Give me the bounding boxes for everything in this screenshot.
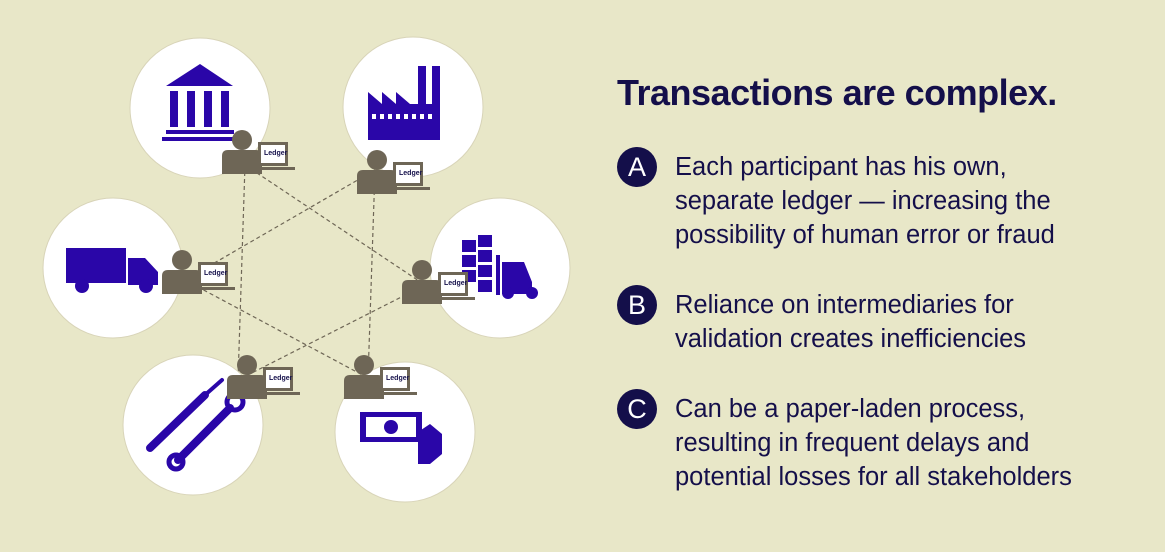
ledger-network-diagram: Ledger Ledger Ledger Ledger Ledger Ledge… xyxy=(42,36,571,503)
factory-icon xyxy=(368,66,440,140)
badge-c: C xyxy=(617,389,657,429)
person-icon xyxy=(162,250,202,294)
participant-with-ledger: Ledger xyxy=(344,355,417,399)
ledger-label: Ledger xyxy=(399,170,423,177)
badge-b: B xyxy=(617,285,657,325)
laptop-icon: Ledger xyxy=(263,367,300,395)
ledger-label: Ledger xyxy=(264,150,288,157)
laptop-icon: Ledger xyxy=(258,142,295,170)
connection-lines xyxy=(184,164,426,381)
participant-with-ledger: Ledger xyxy=(162,250,235,294)
point-a-line: possibility of human error or fraud xyxy=(675,221,1055,249)
bank-icon xyxy=(162,64,238,141)
laptop-icon: Ledger xyxy=(198,262,235,290)
point-c-line: resulting in frequent delays and xyxy=(675,429,1030,457)
ledger-label: Ledger xyxy=(386,375,410,382)
point-c: C Can be a paper-laden process, resulting… xyxy=(617,389,1135,494)
truck-icon xyxy=(66,248,158,293)
participant-with-ledger: Ledger xyxy=(402,260,475,304)
person-icon xyxy=(222,130,262,174)
laptop-icon: Ledger xyxy=(438,272,475,300)
point-c-line: potential losses for all stakeholders xyxy=(675,463,1072,491)
point-c-line: Can be a paper-laden process, xyxy=(675,395,1026,423)
ledger-label: Ledger xyxy=(204,270,228,277)
tools-icon xyxy=(146,378,246,472)
point-a: A Each participant has his own, separate … xyxy=(617,147,1135,252)
participant-with-ledger: Ledger xyxy=(227,355,300,399)
participant-with-ledger: Ledger xyxy=(357,150,430,194)
point-b-line: Reliance on intermediaries for xyxy=(675,291,1014,319)
person-icon xyxy=(227,355,267,399)
laptop-icon: Ledger xyxy=(380,367,417,395)
participant-with-ledger: Ledger xyxy=(222,130,295,174)
page-title: Transactions are complex. xyxy=(617,72,1057,113)
ledger-label: Ledger xyxy=(444,280,468,287)
person-icon xyxy=(344,355,384,399)
person-icon xyxy=(357,150,397,194)
point-b-line: validation creates inefficiencies xyxy=(675,325,1027,353)
badge-a: A xyxy=(617,147,657,187)
point-a-line: separate ledger — increasing the xyxy=(675,187,1051,215)
ledger-label: Ledger xyxy=(269,375,293,382)
point-a-line: Each participant has his own, xyxy=(675,153,1007,181)
laptop-icon: Ledger xyxy=(393,162,430,190)
point-b: B Reliance on intermediaries for validati… xyxy=(617,285,1135,356)
person-icon xyxy=(402,260,442,304)
money-icon xyxy=(360,412,442,464)
